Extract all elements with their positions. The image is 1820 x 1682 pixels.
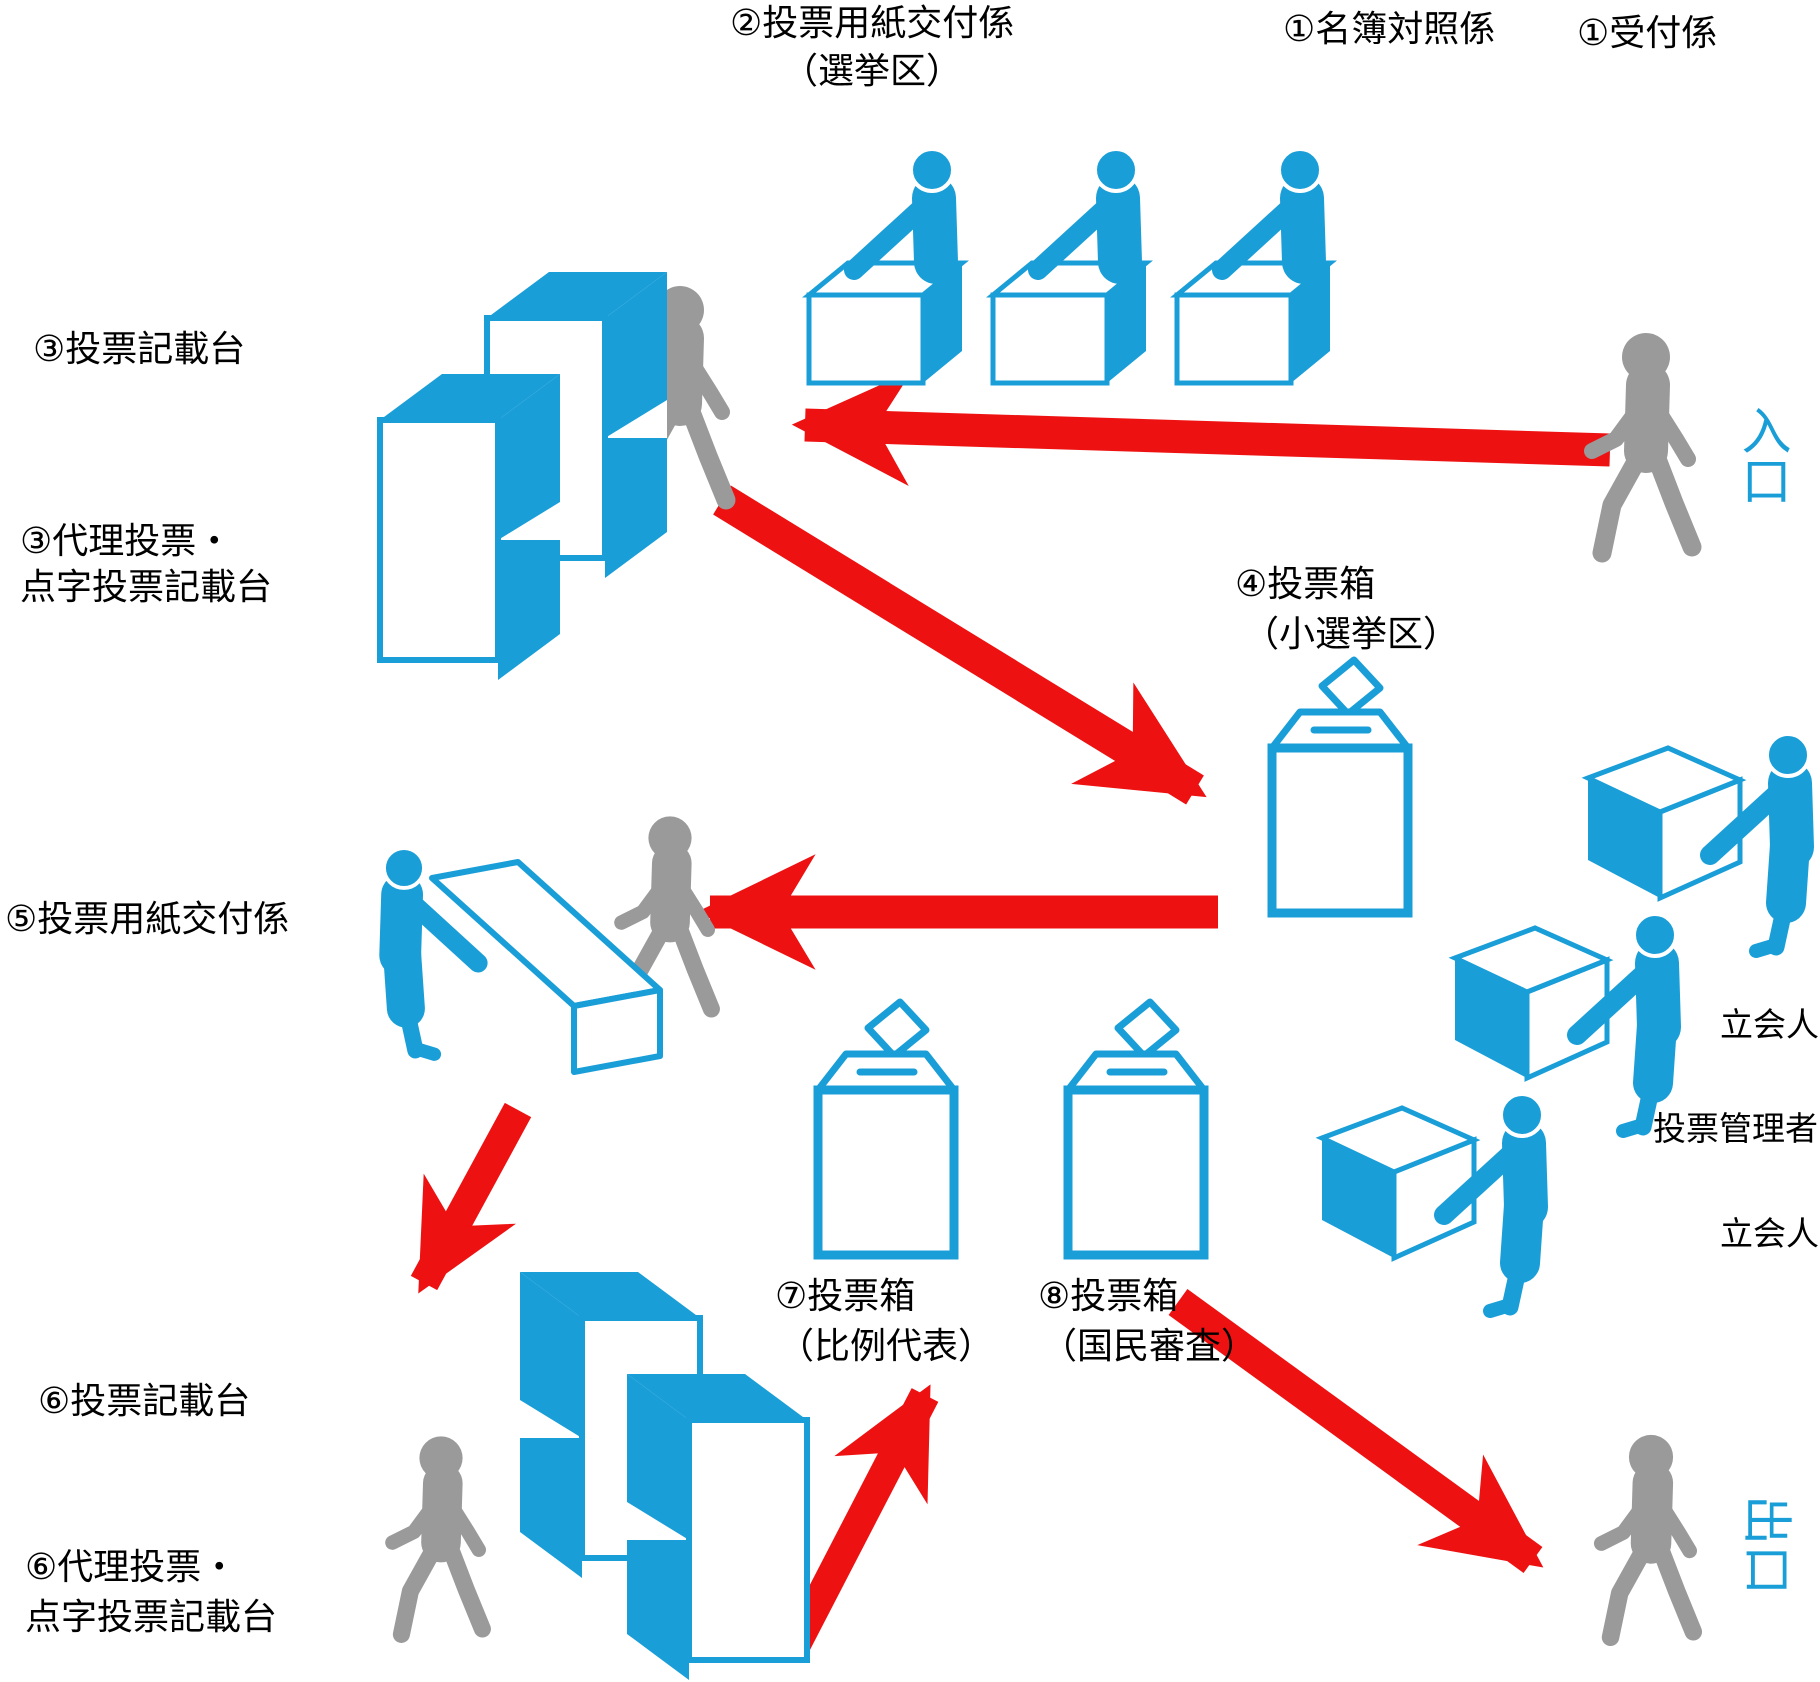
label-booth6: ⑥投票記載台 bbox=[38, 1380, 251, 1421]
label-box8-line1: ⑧投票箱 bbox=[1038, 1275, 1179, 1316]
arrow-station5-to-booths6 bbox=[410, 1102, 532, 1294]
manager-unit-middle bbox=[1455, 914, 1676, 1131]
arrow-booths-to-ballot-box4 bbox=[713, 485, 1207, 805]
label-booth6-proxy-line1: ⑥代理投票・ bbox=[25, 1546, 238, 1587]
voter-entrance-icon bbox=[1592, 333, 1692, 553]
voter-at-booth6-icon bbox=[392, 1436, 482, 1634]
label-observer-top: 立会人 bbox=[1720, 1006, 1819, 1043]
label-observer-bottom: 立会人 bbox=[1720, 1215, 1819, 1252]
ballot-box-4-icon bbox=[1272, 660, 1408, 913]
label-box7-line2: （比例代表） bbox=[778, 1325, 995, 1366]
observer-unit-top bbox=[1588, 734, 1809, 951]
ballot-box-8-icon bbox=[1068, 1002, 1204, 1255]
label-box7-line1: ⑦投票箱 bbox=[775, 1275, 916, 1316]
label-booth6-proxy-line2: 点字投票記載台 bbox=[25, 1596, 278, 1637]
label-booth3: ③投票記載台 bbox=[33, 328, 246, 369]
observer-unit-bottom bbox=[1322, 1094, 1543, 1311]
label-station5: ⑤投票用紙交付係 bbox=[5, 898, 290, 939]
voter-exit-icon bbox=[1601, 1435, 1693, 1637]
label-box8-line2: （国民審査） bbox=[1041, 1325, 1258, 1366]
label-station1-roster: ①名簿対照係 bbox=[1283, 8, 1496, 49]
label-box4-line1: ④投票箱 bbox=[1235, 563, 1376, 604]
label-station2-line2: （選挙区） bbox=[782, 50, 963, 91]
arrow-booths6-to-box7 bbox=[778, 1384, 939, 1659]
label-booth3-proxy-line1: ③代理投票・ bbox=[20, 520, 233, 561]
reception-desk-1-roster-check bbox=[993, 149, 1146, 383]
voting-booth-6-icons bbox=[520, 1272, 807, 1680]
label-station2-line1: ②投票用紙交付係 bbox=[730, 2, 1015, 43]
arrow-entrance-to-booths bbox=[791, 370, 1611, 487]
ballot-box-7-icon bbox=[818, 1002, 954, 1255]
label-manager: 投票管理者 bbox=[1653, 1110, 1818, 1147]
reception-desk-1-reception bbox=[1177, 149, 1330, 383]
label-exit: 出口 bbox=[1738, 1495, 1795, 1595]
label-box4-line2: （小選挙区） bbox=[1243, 613, 1460, 654]
label-station1-reception: ①受付係 bbox=[1577, 12, 1718, 53]
station5-clerk-icon bbox=[384, 848, 663, 1075]
voting-booth-3-icons bbox=[380, 272, 667, 680]
arrow-box8-to-exit bbox=[1168, 1289, 1544, 1573]
label-entrance: 入口 bbox=[1734, 405, 1791, 505]
label-booth3-proxy-line2: 点字投票記載台 bbox=[20, 566, 273, 607]
reception-desk-2-ballot-issuing bbox=[809, 149, 962, 383]
